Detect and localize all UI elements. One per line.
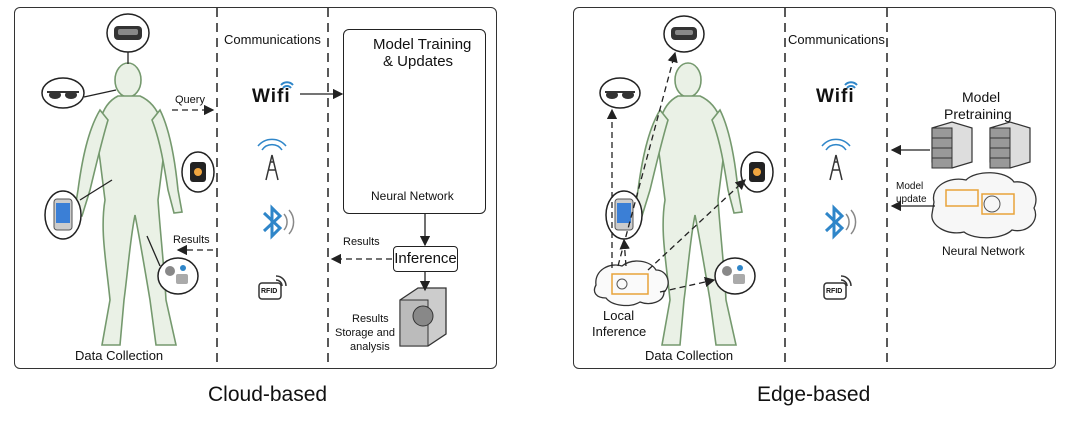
edge-cell-tower-icon: [821, 138, 851, 181]
edge-bluetooth-icon: [824, 204, 857, 240]
edge-data-collection-label: Data Collection: [645, 348, 734, 363]
cloud-results-left-label: Results: [173, 234, 210, 246]
edge-rfid-icon: [823, 275, 852, 300]
cloud-wifi-label: Wifi: [252, 86, 291, 107]
edge-glasses-icon: [599, 77, 641, 109]
cloud-bluetooth-icon: [262, 204, 295, 240]
cloud-results-storage-label-2: Storage and: [335, 327, 395, 339]
cloud-neural-network-label: Neural Network: [371, 189, 454, 203]
edge-sensor-icon: [714, 257, 756, 295]
edge-smartwatch-icon: [740, 151, 774, 193]
edge-server-icon-2: [989, 121, 1031, 169]
edge-brain-icon: [931, 172, 1037, 239]
cloud-rfid-icon: [258, 275, 287, 300]
edge-local-inference-label-2: Inference: [592, 324, 647, 339]
cloud-storage-icon: [399, 287, 447, 347]
cloud-vr-headset-icon: [106, 13, 150, 53]
cloud-inference-box: Inference: [393, 246, 458, 272]
cloud-results-storage-label-3: analysis: [350, 341, 390, 353]
edge-model-pretraining-label-2: Pretraining: [944, 106, 1012, 122]
cloud-smartphone-icon: [44, 190, 82, 240]
edge-local-inference-label-1: Local: [603, 308, 635, 323]
edge-model-update-label-2: update: [896, 194, 927, 205]
cloud-sensor-icon: [157, 257, 199, 295]
edge-rfid-label: RFID: [826, 288, 843, 295]
cloud-data-collection-label: Data Collection: [75, 348, 164, 363]
edge-model-update-label-1: Model: [896, 181, 924, 192]
edge-caption: Edge-based: [757, 383, 871, 406]
edge-vr-headset-icon: [663, 15, 705, 53]
cloud-caption: Cloud-based: [208, 383, 328, 406]
edge-smartphone-icon: [605, 190, 643, 240]
cloud-updates-label: & Updates: [383, 53, 454, 70]
cloud-human-figure: [73, 62, 183, 346]
cloud-communications-label: Communications: [224, 32, 321, 47]
cloud-results-mid-label: Results: [343, 236, 380, 248]
edge-neural-network-label: Neural Network: [942, 244, 1025, 258]
cloud-inference-label: Inference: [394, 250, 457, 267]
cloud-cell-tower-icon: [257, 138, 287, 181]
cloud-glasses-icon: [41, 77, 85, 109]
cloud-wifi-signal-icon: [280, 81, 294, 89]
edge-human-figure: [633, 62, 743, 346]
cloud-results-storage-label-1: Results: [352, 313, 389, 325]
edge-communications-label: Communications: [788, 32, 885, 47]
cloud-model-training-box: [343, 29, 486, 214]
cloud-model-training-label: Model Training: [373, 36, 472, 53]
edge-server-icon-1: [931, 121, 973, 169]
edge-wifi-signal-icon: [844, 81, 858, 89]
edge-local-brain-icon: [593, 260, 669, 307]
cloud-smartwatch-icon: [181, 151, 215, 193]
edge-local-arrows: [606, 51, 746, 293]
cloud-query-label: Query: [175, 94, 205, 106]
edge-model-pretraining-label-1: Model: [962, 89, 1001, 105]
edge-wifi-label: Wifi: [816, 86, 855, 107]
cloud-rfid-label: RFID: [261, 288, 278, 295]
